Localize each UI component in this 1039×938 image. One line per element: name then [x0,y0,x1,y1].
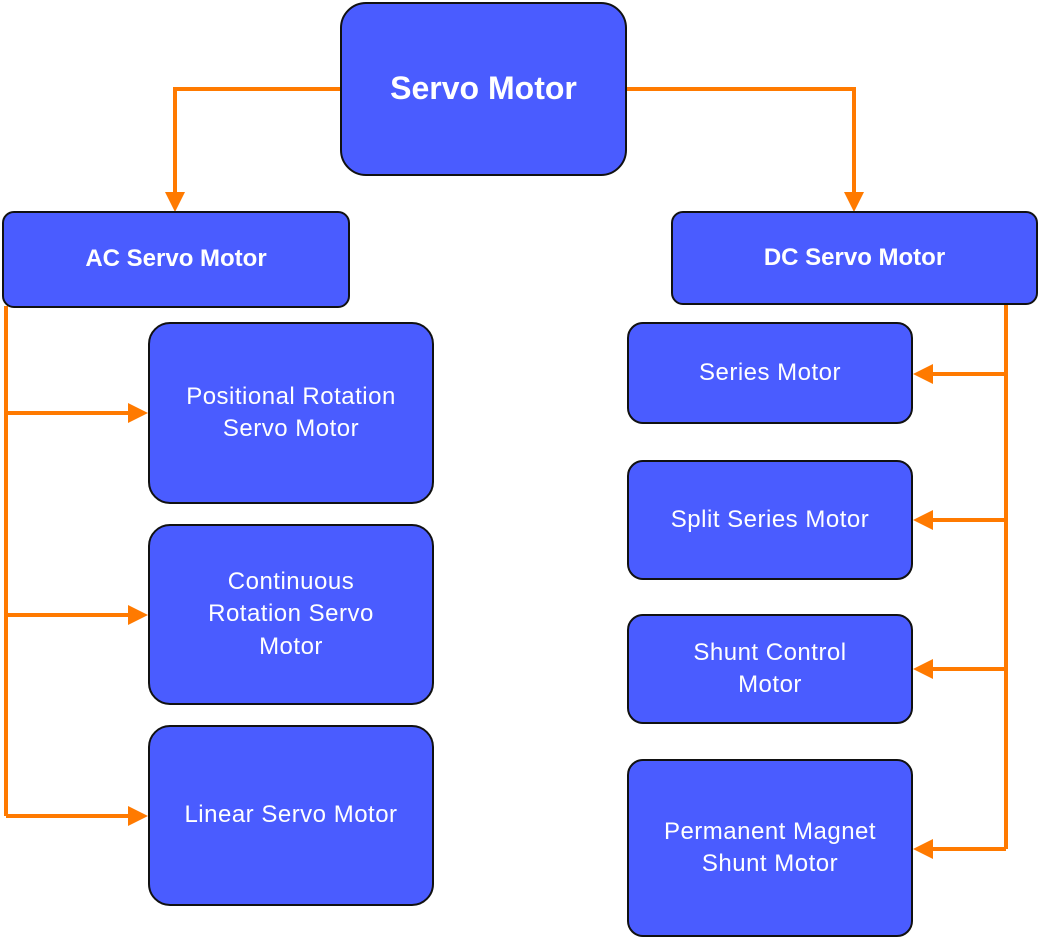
leaf-node-continuous-rotation: Continuous Rotation Servo Motor [148,524,434,705]
leaf-node-linear: Linear Servo Motor [148,725,434,906]
leaf-node-permanent-magnet-shunt: Permanent Magnet Shunt Motor [627,759,913,937]
leaf-label-shunt-control: Shunt Control Motor [693,638,847,698]
leaf-node-positional-rotation: Positional Rotation Servo Motor [148,322,434,504]
connector-root-to-ac [165,87,340,212]
leaf-label-continuous-rotation: Continuous Rotation Servo Motor [208,567,374,660]
leaf-label-permanent-magnet-shunt: Permanent Magnet Shunt Motor [663,817,877,877]
leaf-label-linear: Linear Servo Motor [184,801,398,829]
root-node-servo-motor: Servo Motor [340,2,627,176]
category-node-dc-servo-motor: DC Servo Motor [671,211,1038,305]
connector-root-to-dc [627,87,864,212]
leaf-label-series: Series Motor [698,358,842,386]
leaf-node-series: Series Motor [627,322,913,424]
root-node-label: Servo Motor [390,70,577,107]
ac-node-label: AC Servo Motor [85,245,267,273]
leaf-label-split-series: Split Series Motor [670,505,870,533]
category-node-ac-servo-motor: AC Servo Motor [2,211,350,308]
leaf-label-positional-rotation: Positional Rotation Servo Motor [186,382,396,442]
leaf-node-split-series: Split Series Motor [627,460,913,580]
dc-node-label: DC Servo Motor [763,243,946,271]
leaf-node-shunt-control: Shunt Control Motor [627,614,913,724]
